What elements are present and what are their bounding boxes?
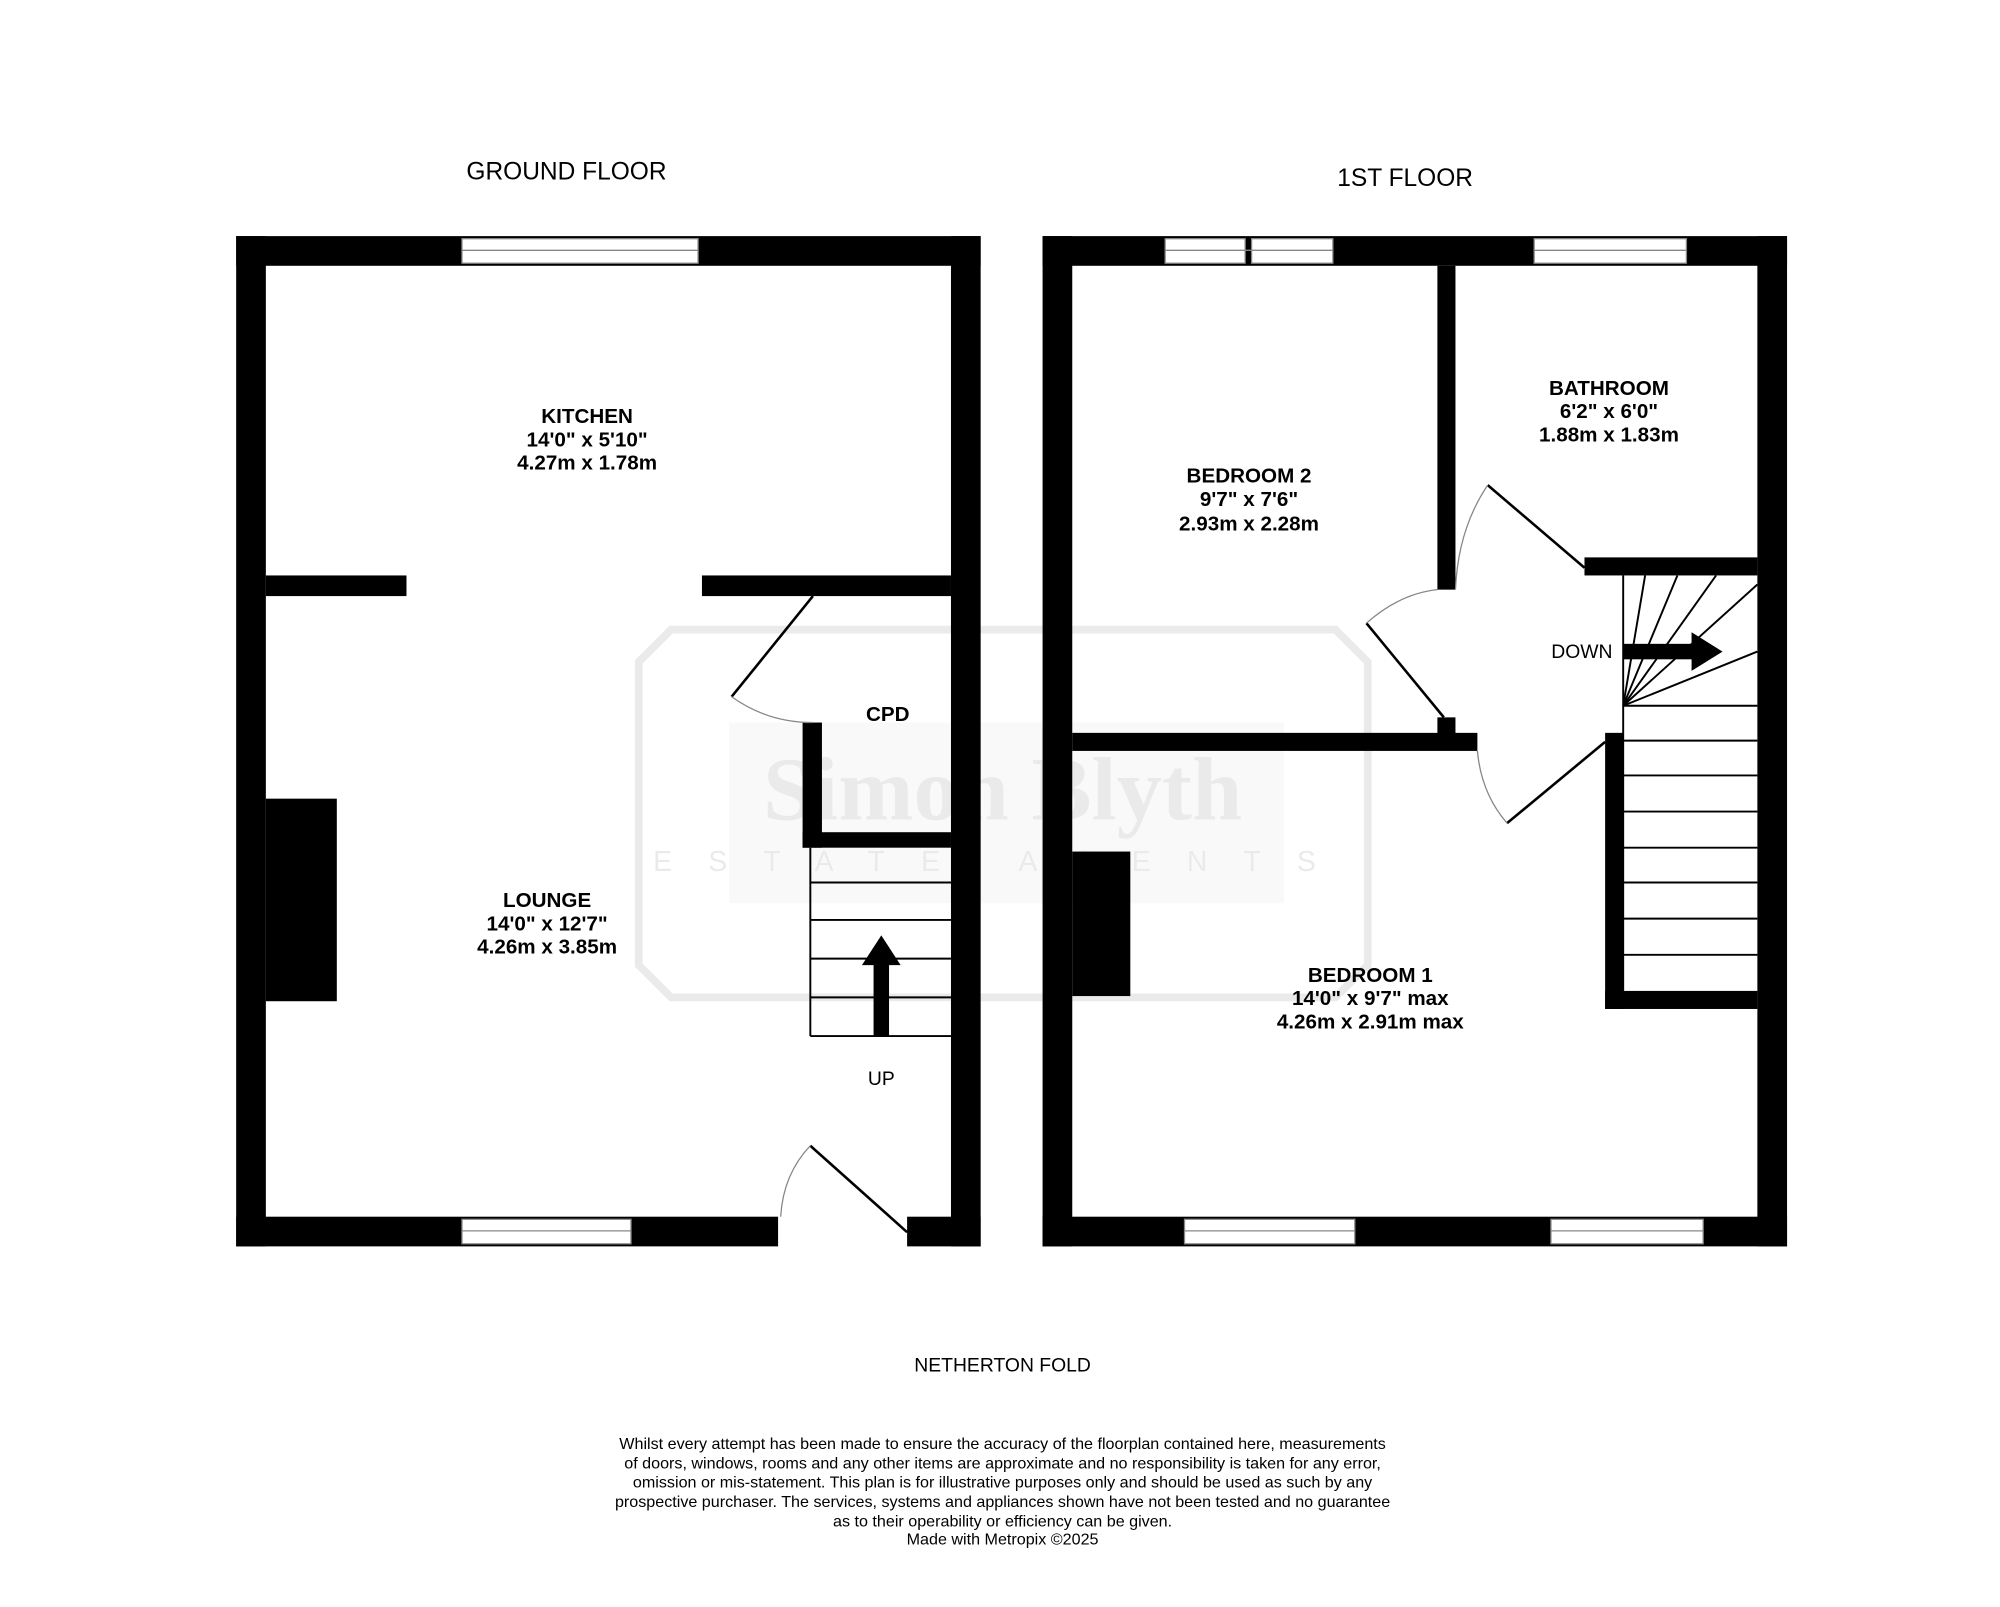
bathroom-imperial: 6'2" x 6'0" [1560,400,1658,423]
kitchen-metric: 4.27m x 1.78m [517,452,657,475]
disclaimer-line: of doors, windows, rooms and any other i… [624,1454,1381,1472]
bedroom2-metric: 2.93m x 2.28m [1179,512,1319,535]
bedroom2-imperial: 9'7" x 7'6" [1200,488,1298,511]
arrow-up-icon [861,935,901,966]
bathroom-metric: 1.88m x 1.83m [1539,423,1679,446]
first-floor-title: 1ST FLOOR [1337,165,1473,192]
kitchen-imperial: 14'0" x 5'10" [527,428,648,451]
stairs-down [1622,574,1759,991]
fireplace [265,798,337,1002]
disclaimer-line: as to their operability or efficiency ca… [833,1512,1172,1530]
lounge-metric: 4.26m x 3.85m [477,935,617,958]
metropix-credit: Made with Metropix ©2025 [907,1530,1099,1548]
arrow-right-icon [1691,632,1723,671]
stairs-up-label: UP [868,1068,895,1090]
bedroom1-metric: 4.26m x 2.91m max [1277,1010,1464,1033]
disclaimer-line: prospective purchaser. The services, sys… [615,1493,1390,1511]
lounge-name: LOUNGE [503,889,591,912]
fireplace [1072,851,1131,997]
bathroom-name: BATHROOM [1549,377,1669,400]
disclaimer-line: Whilst every attempt has been made to en… [619,1435,1386,1453]
address: NETHERTON FOLD [914,1355,1091,1377]
svg-text:ESTATE AGENTS: ESTATE AGENTS [653,846,1352,878]
first-floor-plan: BATHROOM 6'2" x 6'0" 1.88m x 1.83m BEDRO… [1042,236,1788,1247]
stairs-up [810,881,951,1038]
disclaimer: Whilst every attempt has been made to en… [615,1435,1390,1548]
bedroom1-imperial: 14'0" x 9'7" max [1292,987,1449,1010]
disclaimer-line: omission or mis-statement. This plan is … [633,1474,1373,1492]
bedroom2-name: BEDROOM 2 [1187,465,1312,488]
cpd-label: CPD [866,703,910,726]
ground-floor-plan: KITCHEN 14'0" x 5'10" 4.27m x 1.78m LOUN… [236,236,981,1247]
bedroom1-name: BEDROOM 1 [1308,964,1433,987]
stairs-down-label: DOWN [1551,641,1612,663]
ground-floor-title: GROUND FLOOR [466,158,666,185]
svg-text:Simon Blyth: Simon Blyth [763,739,1242,839]
lounge-imperial: 14'0" x 12'7" [487,912,608,935]
watermark-logo: Simon Blyth ESTATE AGENTS [634,625,1372,1002]
kitchen-name: KITCHEN [541,405,633,428]
